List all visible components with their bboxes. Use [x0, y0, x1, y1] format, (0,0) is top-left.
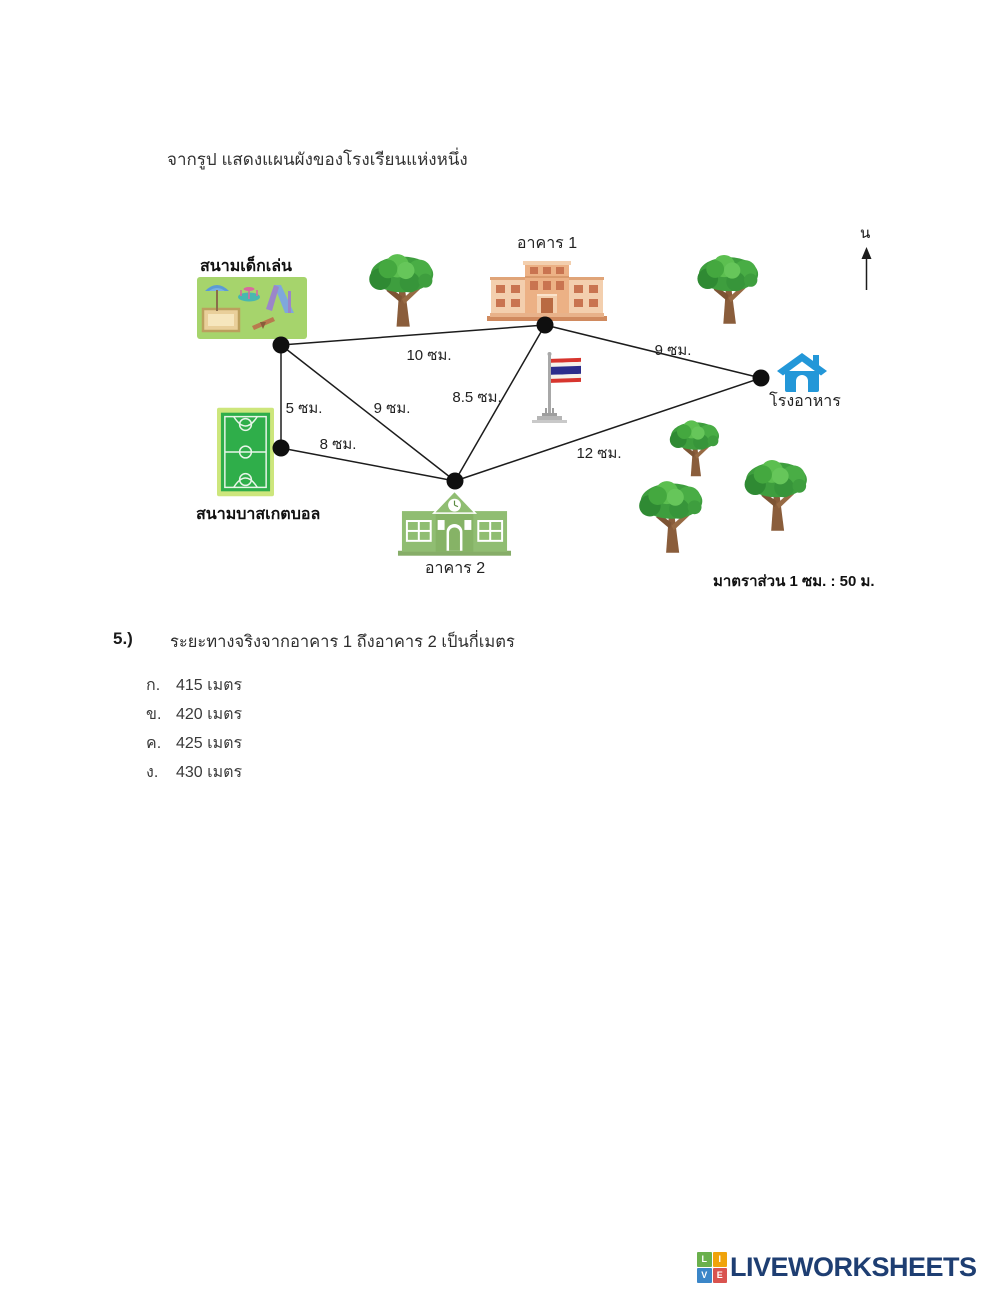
- tree-icon: [736, 457, 817, 533]
- question-number: 5.): [113, 629, 133, 648]
- logo-cell-l: L: [697, 1252, 712, 1267]
- logo-cell-i: I: [712, 1252, 727, 1267]
- choice-text: 420 เมตร: [176, 706, 243, 723]
- node-building2: [446, 472, 464, 490]
- choice-text: 425 เมตร: [176, 735, 243, 752]
- distance-basketball-building2: 8 ซม.: [319, 436, 357, 453]
- tree-icon: [690, 252, 767, 326]
- choice-letter: ข.: [146, 706, 162, 723]
- choice-letter: ง.: [146, 764, 159, 781]
- label-building1: อาคาร 1: [516, 235, 578, 252]
- choice-option-1[interactable]: ก. 415 เมตร: [146, 673, 242, 698]
- label-building2: อาคาร 2: [424, 560, 486, 577]
- distance-playground-basketball: 5 ซม.: [285, 400, 323, 417]
- building2-icon: [397, 490, 512, 556]
- node-basketball: [272, 439, 290, 457]
- logo-cell-v: V: [697, 1268, 712, 1283]
- distance-building1-cafeteria: 9 ซม.: [654, 342, 692, 359]
- edge-basketball-building2: [280, 447, 456, 482]
- choice-option-2[interactable]: ข. 420 เมตร: [146, 702, 242, 727]
- node-playground: [272, 336, 290, 354]
- distance-building1-building2: 8.5 ซม.: [452, 389, 502, 406]
- building1-icon: [487, 261, 607, 321]
- label-basketball: สนามบาสเกตบอล: [196, 506, 321, 523]
- brand-text: LIVEWORKSHEETS: [730, 1252, 977, 1282]
- choice-letter: ค.: [146, 735, 162, 752]
- choice-text: 430 เมตร: [176, 764, 243, 781]
- scale-label: มาตราส่วน 1 ซม. : 50 ม.: [713, 573, 875, 590]
- label-cafeteria: โรงอาหาร: [769, 393, 841, 410]
- question-text: ระยะทางจริงจากอาคาร 1 ถึงอาคาร 2 เป็นกี่…: [170, 633, 515, 651]
- distance-playground-building1: 10 ซม.: [406, 347, 452, 364]
- tree-icon: [655, 418, 735, 478]
- north-label: น: [860, 225, 871, 242]
- distance-playground-building2: 9 ซม.: [373, 400, 411, 417]
- north-arrow-icon: [861, 247, 872, 290]
- liveworksheets-logo-icon: L I V E: [697, 1252, 727, 1283]
- basketball-court-icon: [217, 407, 274, 497]
- intro-text: จากรูป แสดงแผนผังของโรงเรียนแห่งหนึ่ง: [167, 150, 468, 169]
- choice-letter: ก.: [146, 677, 161, 694]
- distance-building2-cafeteria: 12 ซม.: [576, 445, 622, 462]
- cafeteria-icon: [777, 353, 827, 392]
- thai-flag-icon: [532, 352, 581, 423]
- node-cafeteria: [752, 369, 770, 387]
- node-building1: [536, 316, 554, 334]
- playground-icon: [197, 277, 307, 339]
- liveworksheets-brand[interactable]: L I V E LIVEWORKSHEETS: [697, 1252, 977, 1283]
- choice-text: 415 เมตร: [176, 677, 243, 694]
- choice-option-3[interactable]: ค. 425 เมตร: [146, 731, 242, 756]
- logo-cell-e: E: [712, 1268, 727, 1283]
- choice-option-4[interactable]: ง. 430 เมตร: [146, 760, 242, 785]
- label-playground: สนามเด็กเล่น: [200, 258, 292, 275]
- tree-icon: [363, 251, 441, 329]
- tree-icon: [632, 478, 711, 555]
